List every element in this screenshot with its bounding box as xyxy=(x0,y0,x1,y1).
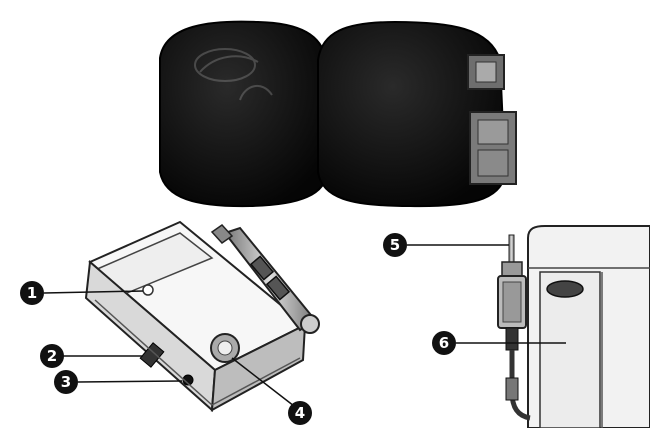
callout-marker-1: 1 xyxy=(20,281,44,305)
case-left-lobe xyxy=(160,22,328,206)
callout-marker-6: 6 xyxy=(432,331,456,355)
callout-marker-4: 4 xyxy=(288,401,312,425)
callout-label-5: 5 xyxy=(390,236,400,254)
callout-label-1: 1 xyxy=(27,284,37,302)
adapter-indicator-dot xyxy=(143,285,153,295)
callout-marker-2: 2 xyxy=(40,344,64,368)
plug-tip xyxy=(509,235,514,263)
callout-label-3: 3 xyxy=(61,373,71,391)
callout-label-4: 4 xyxy=(295,404,305,422)
audio-plug-closeup xyxy=(498,226,650,428)
carrying-case xyxy=(160,22,516,206)
callout-marker-5: 5 xyxy=(383,233,407,257)
callout-label-6: 6 xyxy=(439,334,449,352)
device-window xyxy=(547,281,583,297)
callout-label-2: 2 xyxy=(47,347,57,365)
callout-marker-3: 3 xyxy=(54,370,78,394)
leader-line-3 xyxy=(78,381,182,382)
